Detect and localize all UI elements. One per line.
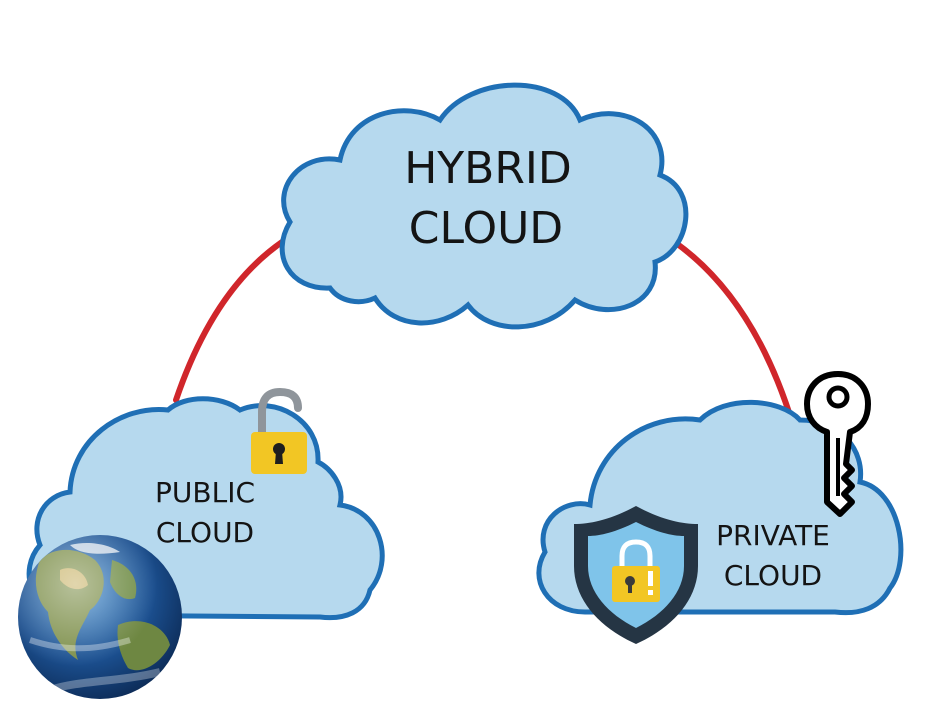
open-padlock-icon: [251, 387, 307, 474]
hybrid-cloud-label-line1: HYBRID: [404, 143, 572, 194]
connector-hybrid-private: [673, 240, 796, 428]
key-icon: [804, 371, 871, 517]
public-cloud-label-line1: PUBLIC: [155, 476, 255, 509]
connector-public-hybrid: [173, 235, 291, 403]
hybrid-cloud-shape: [279, 82, 689, 330]
earth-globe-icon: [18, 535, 182, 699]
hybrid-cloud: HYBRID CLOUD: [279, 82, 689, 330]
private-cloud-label-line2: CLOUD: [724, 559, 822, 592]
shield-lock-icon: [574, 506, 698, 644]
public-cloud-label-line2: CLOUD: [156, 516, 254, 549]
private-cloud-label-line1: PRIVATE: [716, 519, 830, 552]
hybrid-cloud-label-line2: CLOUD: [409, 203, 563, 254]
